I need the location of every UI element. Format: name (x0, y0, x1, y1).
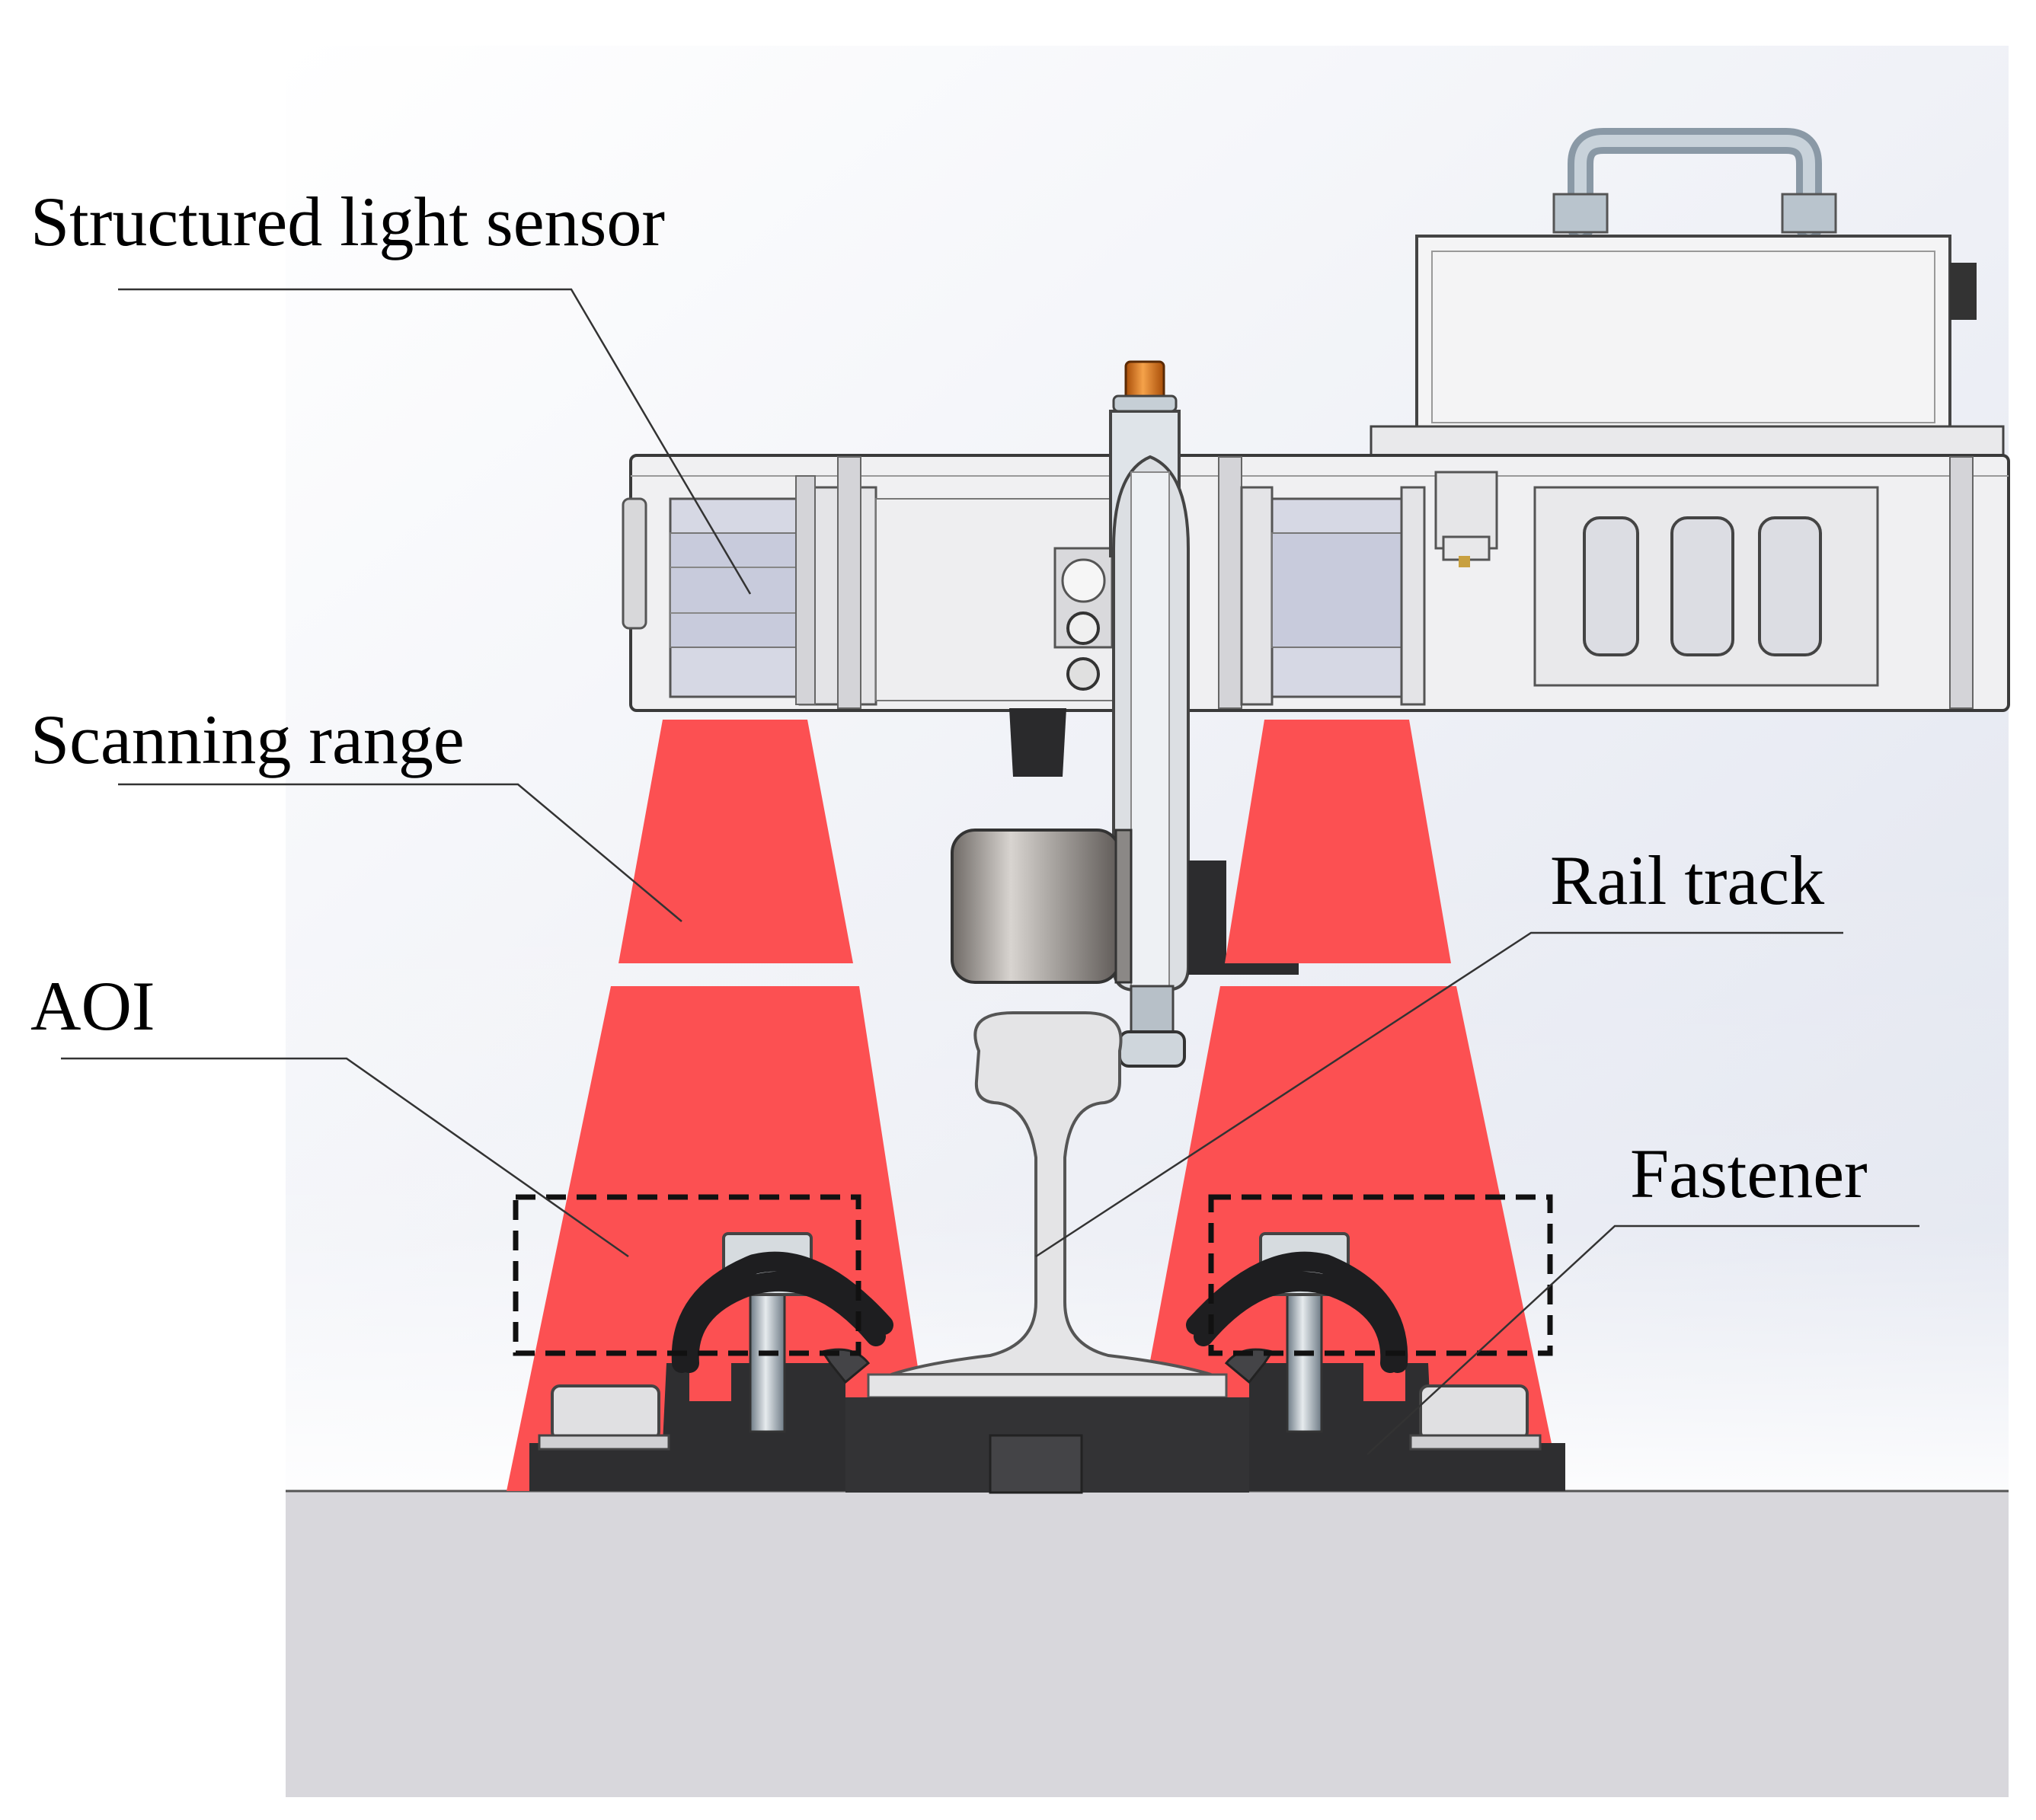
label-scanning-range: Scanning range (30, 701, 465, 778)
aoi-box (513, 1194, 1553, 1356)
handle-icon (1568, 128, 1822, 241)
leader-lines (61, 288, 1919, 1455)
structured-light-sensor-right (1218, 456, 1974, 709)
rail-track (890, 1011, 1212, 1376)
housing-panel (1434, 471, 1879, 687)
label-aoi: AOI (30, 967, 155, 1045)
label-fastener: Fastener (1630, 1135, 1868, 1212)
label-rail-track: Rail track (1550, 841, 1825, 919)
fastener-assembly (529, 1232, 1565, 1494)
guide-drum (951, 829, 1299, 984)
scanning-range-upper (618, 720, 1451, 963)
label-structured-light-sensor: Structured light sensor (30, 183, 665, 260)
control-box (1415, 235, 1951, 439)
ground-slab (286, 1491, 2009, 1797)
